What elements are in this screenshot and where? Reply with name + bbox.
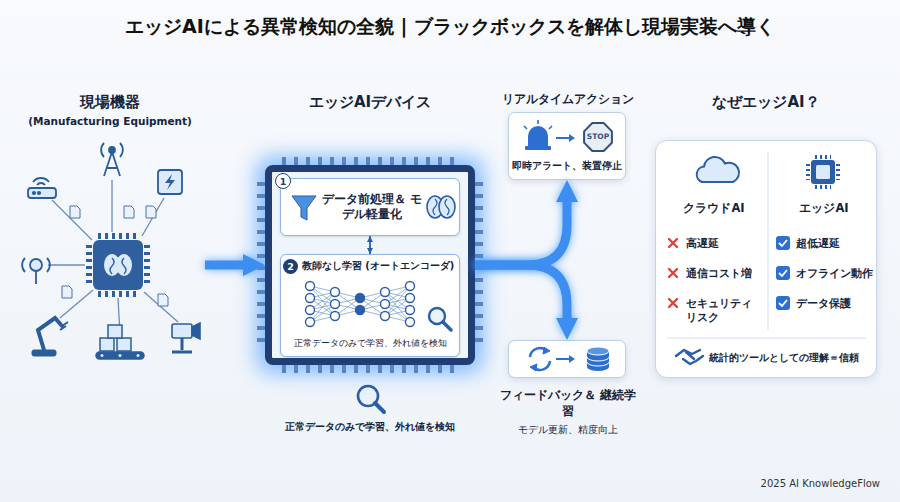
data-file-icons <box>158 294 168 306</box>
antenna-tower-icon <box>101 143 123 176</box>
device-links <box>52 200 92 240</box>
stop-sign-text: STOP <box>584 132 612 142</box>
magnifier-icon <box>358 386 378 406</box>
chip-pins <box>475 182 483 348</box>
magnifier-icon <box>375 403 384 412</box>
node-text: (Manufacturing Equipment) <box>10 115 210 129</box>
field-chip-icon <box>98 291 138 297</box>
chip-pins <box>261 161 479 369</box>
antenna-tower-icon <box>109 147 115 153</box>
node-text: 通信コスト増 <box>686 267 766 281</box>
data-file-icons <box>70 206 80 218</box>
power-chip-icon <box>158 170 182 194</box>
conveyor-icon <box>101 354 104 357</box>
feedback-box: フィードバック＆ 継続学習モデル更新、精度向上 <box>508 340 626 378</box>
flow-arrow <box>205 261 251 270</box>
node-heading: フィードバック＆ 継続学習 <box>497 388 639 419</box>
chip-pins <box>282 365 458 373</box>
wave-sensor-icon <box>22 258 50 272</box>
magnifier-icon <box>358 386 384 412</box>
device-links <box>48 180 178 334</box>
flow-arrow <box>475 194 567 265</box>
equipment-group: 現場機器(Manufacturing Equipment) <box>15 145 205 385</box>
field-chip-icon <box>144 245 150 285</box>
power-chip-icon <box>165 174 175 190</box>
node-text: 高遅延 <box>686 237 766 251</box>
node-heading: クラウドAI <box>662 201 766 216</box>
device-links <box>144 292 178 322</box>
wave-sensor-icon <box>30 259 42 271</box>
field-chip-icon <box>86 245 92 285</box>
router-icon <box>38 192 40 194</box>
chip-glow <box>255 155 485 375</box>
chip-glow <box>255 155 485 375</box>
conveyor-icon <box>108 325 122 338</box>
robot-arm-icon <box>32 318 68 356</box>
wave-sensor-icon <box>35 271 37 284</box>
camera-robot-icon <box>172 338 192 352</box>
node-heading: エッジAIデバイス <box>265 93 475 113</box>
device-links <box>48 264 85 265</box>
node-text: 正常データのみで学習、外れ値を検知 <box>283 338 457 349</box>
action-box: リアルタイムアクション即時アラート、装置停止 <box>508 112 626 180</box>
conveyor-icon <box>96 325 144 359</box>
node-text: セキュリティ リスク <box>686 297 766 324</box>
router-icon <box>33 192 35 194</box>
comparison-panel: なぜエッジAI？統計的ツールとしての理解＝信頼クラウドAI高遅延通信コスト増セキ… <box>655 140 877 378</box>
robot-arm-icon <box>60 322 68 330</box>
node-text: オフライン動作 <box>796 267 876 281</box>
conveyor-icon <box>96 352 144 359</box>
router-icon <box>33 178 49 185</box>
router-icon <box>28 178 56 198</box>
chip-pins <box>257 182 265 348</box>
conveyor-icon <box>100 338 114 351</box>
node-heading: リアルタイムアクション <box>487 92 649 107</box>
field-chip-icon <box>89 236 147 294</box>
cloud-column: クラウドAI 高遅延通信コスト増セキュリティ リスク <box>662 149 766 339</box>
node-text: 即時アラート、装置停止 <box>507 160 627 172</box>
data-file-icons <box>124 206 134 218</box>
conveyor-icon <box>117 338 131 351</box>
node-heading: エッジAI <box>772 201 876 216</box>
node-heading: データ前処理＆ モデル軽量化 <box>321 192 423 222</box>
node-heading: 教師なし学習 (オートエンコーダ) <box>299 260 457 273</box>
node-text: モデル更新、精度向上 <box>497 423 639 436</box>
antenna-tower-icon <box>104 152 120 176</box>
process-box: データ前処理＆ モデル軽量化 <box>280 178 460 236</box>
callout-number: 2 <box>283 259 298 274</box>
camera-robot-icon <box>192 323 200 339</box>
conveyor-icon <box>137 354 140 357</box>
node-text: データ保護 <box>796 297 876 311</box>
field-chip-icon <box>93 240 143 290</box>
title-text: エッジAIによる異常検知の全貌 | ブラックボックスを解体し現場実装へ導く <box>0 14 900 39</box>
watermark: 2025 AI KnowledgeFlow <box>700 477 880 490</box>
field-chip-icon <box>110 258 126 274</box>
antenna-tower-icon <box>101 143 123 157</box>
chip-pins <box>282 157 458 165</box>
node-text: 統計的ツールとしての理解＝信頼 <box>696 351 871 364</box>
process-box: 教師なし学習 (オートエンコーダ) 正常データのみで学習、外れ値を検知 <box>280 254 460 357</box>
wave-sensor-icon <box>22 258 50 284</box>
conveyor-icon <box>119 354 122 357</box>
node-heading: 現場機器 <box>10 93 210 113</box>
node-text: 超低遅延 <box>796 237 876 251</box>
router-icon <box>28 188 56 198</box>
device-links <box>142 198 164 236</box>
camera-robot-icon <box>172 323 200 352</box>
field-chip-icon <box>98 233 138 239</box>
data-file-icons <box>146 206 156 218</box>
caption-note: 正常データのみで学習、外れ値を検知 <box>262 420 478 433</box>
camera-robot-icon <box>172 324 192 338</box>
callout-number: 1 <box>275 173 291 189</box>
flow-arrow <box>475 265 567 326</box>
device-links <box>111 180 112 232</box>
node-heading: なぜエッジAI？ <box>655 93 877 113</box>
robot-arm-icon <box>38 318 62 350</box>
edge-column: エッジAI 超低遅延オフライン動作データ保護 <box>772 149 876 339</box>
data-file-icons <box>62 206 168 306</box>
data-file-icons <box>62 286 72 298</box>
power-chip-icon <box>158 170 182 194</box>
